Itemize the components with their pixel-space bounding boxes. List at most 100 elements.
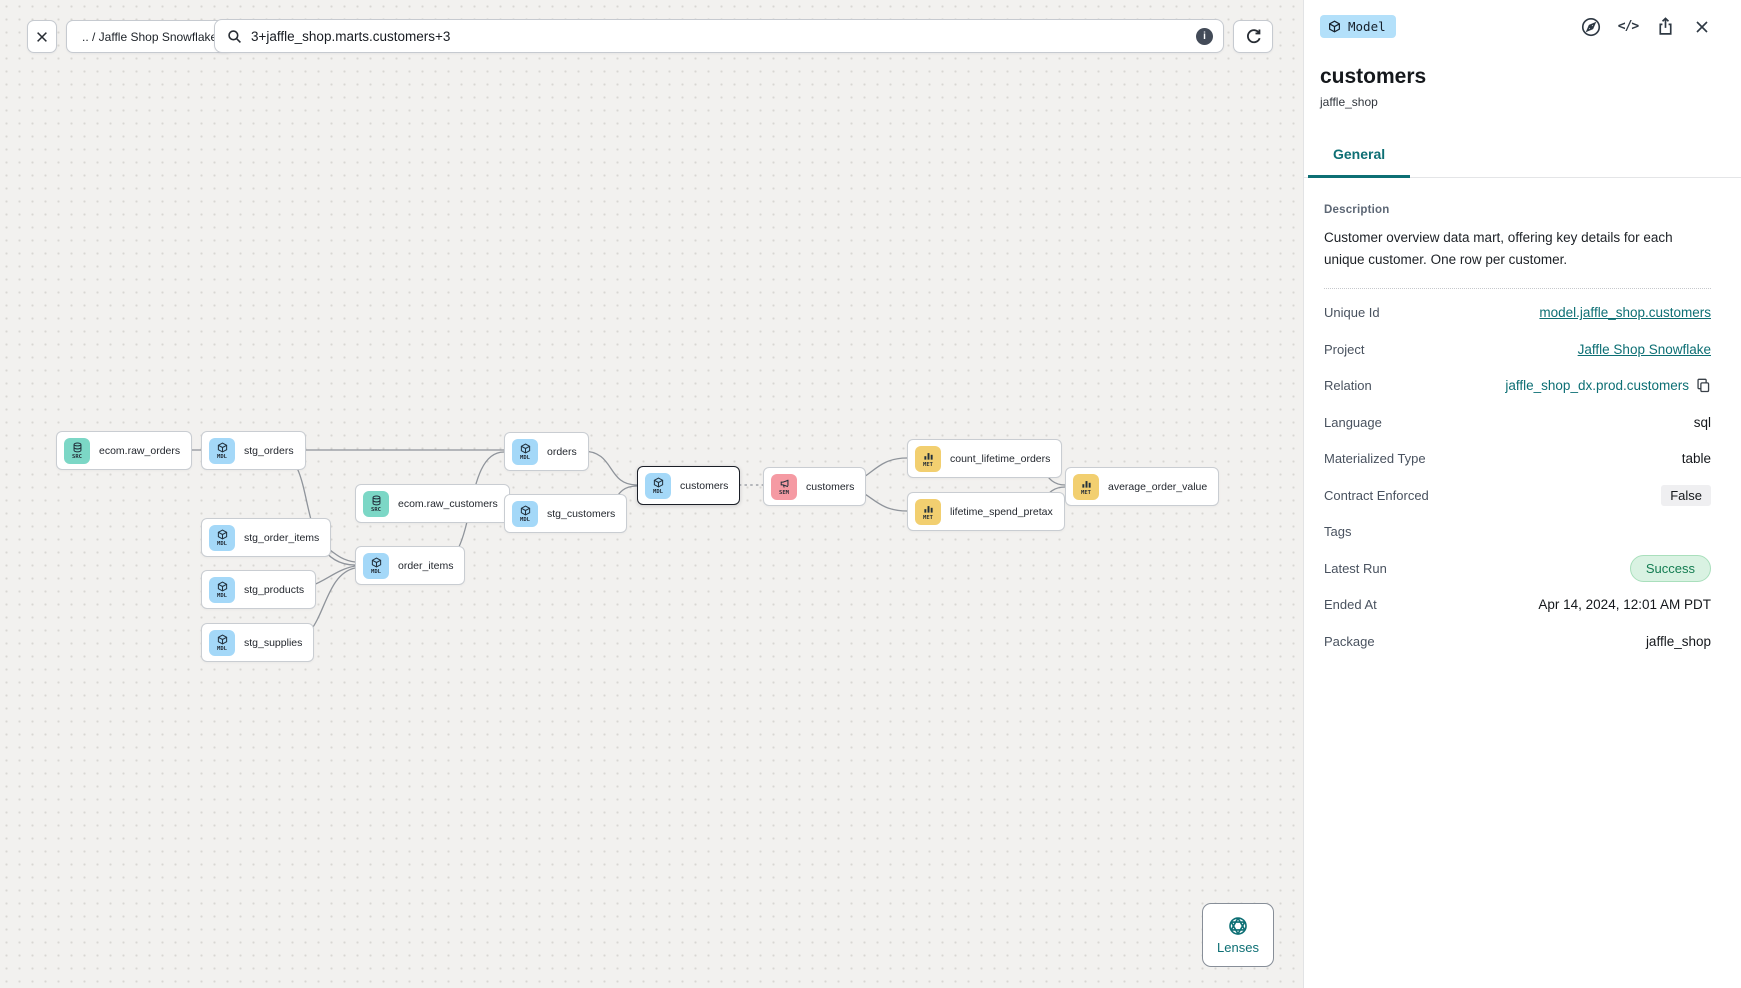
property-label: Package: [1324, 633, 1375, 649]
property-label: Unique Id: [1324, 305, 1380, 321]
breadcrumb[interactable]: .. / Jaffle Shop Snowflake: [66, 20, 234, 53]
node-label: stg_orders: [244, 444, 294, 457]
property-label: Contract Enforced: [1324, 487, 1429, 503]
breadcrumb-label: .. / Jaffle Shop Snowflake: [82, 29, 218, 44]
property-row-project: Project Jaffle Shop Snowflake: [1324, 331, 1711, 368]
copy-icon[interactable]: [1696, 378, 1711, 393]
node-label: stg_supplies: [244, 636, 303, 649]
unique-id-link[interactable]: model.jaffle_shop.customers: [1539, 305, 1711, 321]
close-icon: [1696, 20, 1708, 33]
property-label: Relation: [1324, 378, 1372, 394]
lineage-search-bar: i: [214, 19, 1224, 53]
node-type-label: MET: [923, 514, 933, 521]
package-value: jaffle_shop: [1645, 633, 1711, 649]
dag-node-lifetime-spend-pretax[interactable]: MET lifetime_spend_pretax: [907, 492, 1065, 531]
panel-header: Model </>: [1304, 0, 1741, 38]
node-label: stg_order_items: [244, 531, 320, 544]
lenses-label: Lenses: [1217, 939, 1259, 955]
node-type-label: MDL: [520, 454, 530, 461]
property-label: Ended At: [1324, 597, 1377, 613]
dag-node-stg-products[interactable]: MDL stg_products: [201, 570, 317, 609]
details-panel: Model </> customers jaffle_shop General …: [1303, 0, 1741, 988]
node-label: customers: [806, 480, 855, 493]
node-type-label: MDL: [653, 488, 663, 495]
dag-node-average-order-value[interactable]: MET average_order_value: [1065, 467, 1220, 506]
node-label: ecom.raw_orders: [99, 444, 181, 457]
language-value: sql: [1693, 414, 1711, 430]
lineage-canvas[interactable]: SRC ecom.raw_orders MDL stg_orders MDL s…: [0, 0, 1303, 988]
property-row-unique-id: Unique Id model.jaffle_shop.customers: [1324, 295, 1711, 332]
explore-lineage-button[interactable]: [1580, 16, 1602, 38]
share-icon: [1658, 17, 1672, 35]
materialized-type-value: table: [1681, 451, 1711, 467]
node-label: lifetime_spend_pretax: [950, 505, 1053, 518]
model-node-icon: MDL: [209, 629, 235, 656]
dag-node-stg-supplies[interactable]: MDL stg_supplies: [201, 623, 315, 662]
metric-node-icon: MET: [915, 445, 941, 472]
node-type-label: MET: [923, 461, 933, 468]
node-label: stg_products: [244, 583, 305, 596]
node-type-label: MDL: [217, 645, 227, 652]
node-type-label: MDL: [217, 540, 227, 547]
dag-node-stg-customers[interactable]: MDL stg_customers: [504, 494, 628, 533]
close-lineage-button[interactable]: [27, 20, 57, 53]
property-row-latest-run: Latest Run Success: [1324, 550, 1711, 587]
model-type-badge-label: Model: [1348, 19, 1386, 34]
property-label: Latest Run: [1324, 560, 1387, 576]
refresh-button[interactable]: [1233, 20, 1273, 53]
tab-general[interactable]: General: [1308, 146, 1411, 178]
node-type-label: MDL: [520, 516, 530, 523]
source-node-icon: SRC: [363, 490, 389, 517]
panel-subtitle: jaffle_shop: [1320, 95, 1378, 109]
metric-node-icon: MET: [1073, 473, 1099, 500]
model-node-icon: MDL: [512, 500, 538, 527]
property-label: Tags: [1324, 524, 1352, 540]
dag-node-ecom-raw-customers[interactable]: SRC ecom.raw_customers: [355, 484, 510, 523]
code-icon: </>: [1617, 19, 1640, 34]
panel-tabs: General: [1304, 146, 1741, 178]
model-node-icon: MDL: [209, 437, 235, 464]
dag-node-stg-orders[interactable]: MDL stg_orders: [201, 431, 306, 470]
dag-node-customers-selected[interactable]: MDL customers: [637, 466, 741, 505]
dag-node-orders[interactable]: MDL orders: [504, 432, 589, 471]
node-label: average_order_value: [1108, 480, 1208, 493]
model-node-icon: MDL: [209, 524, 235, 551]
dag-node-count-lifetime-orders[interactable]: MET count_lifetime_orders: [907, 439, 1063, 478]
view-code-button[interactable]: </>: [1617, 16, 1640, 38]
property-row-materialized-type: Materialized Type table: [1324, 441, 1711, 478]
property-row-package: Package jaffle_shop: [1324, 623, 1711, 660]
node-type-label: MDL: [371, 568, 381, 575]
close-panel-button[interactable]: [1691, 16, 1713, 38]
description-label: Description: [1324, 204, 1390, 216]
metric-node-icon: MET: [915, 498, 941, 525]
node-label: stg_customers: [547, 507, 616, 520]
close-icon: [37, 31, 47, 42]
semantic-node-icon: SEM: [771, 473, 797, 500]
dag-node-stg-order-items[interactable]: MDL stg_order_items: [201, 518, 332, 557]
search-input[interactable]: [251, 28, 1196, 44]
info-icon[interactable]: i: [1196, 27, 1213, 45]
section-divider: [1324, 287, 1711, 289]
node-label: orders: [547, 445, 577, 458]
node-type-label: MDL: [217, 592, 227, 599]
source-node-icon: SRC: [64, 437, 90, 464]
dag-node-customers-semantic[interactable]: SEM customers: [763, 467, 867, 506]
model-node-icon: MDL: [209, 576, 235, 603]
dag-node-ecom-raw-orders[interactable]: SRC ecom.raw_orders: [56, 431, 193, 470]
model-node-icon: MDL: [645, 472, 671, 499]
share-button[interactable]: [1654, 16, 1676, 38]
node-type-label: SRC: [371, 506, 381, 513]
project-link[interactable]: Jaffle Shop Snowflake: [1577, 341, 1711, 357]
panel-title: customers: [1320, 65, 1427, 88]
search-icon: [228, 29, 241, 43]
contract-enforced-badge: False: [1661, 484, 1711, 506]
lenses-button[interactable]: Lenses: [1202, 903, 1274, 967]
node-type-label: MET: [1081, 489, 1091, 496]
latest-run-status-badge: Success: [1629, 554, 1711, 582]
relation-value: jaffle_shop_dx.prod.customers: [1505, 378, 1689, 394]
property-label: Materialized Type: [1324, 451, 1426, 467]
dag-node-order-items[interactable]: MDL order_items: [355, 546, 466, 585]
model-node-icon: MDL: [363, 552, 389, 579]
cube-icon: [1329, 20, 1340, 33]
model-node-icon: MDL: [512, 438, 538, 465]
